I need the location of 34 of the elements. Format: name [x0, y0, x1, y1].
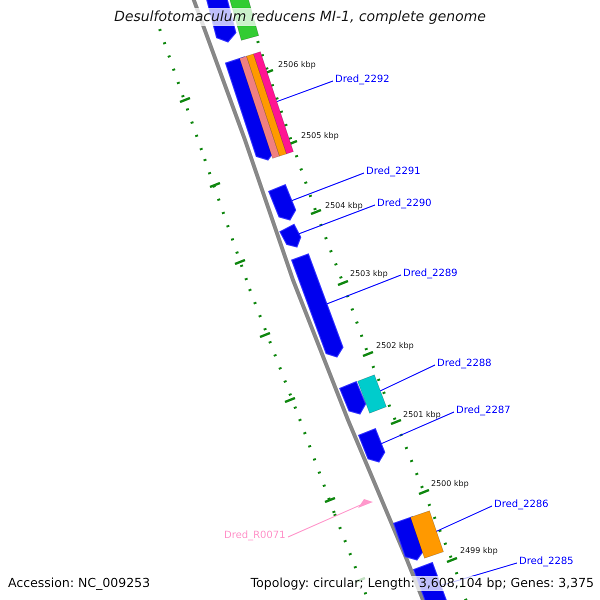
gene-label: Dred_2291 — [366, 167, 421, 177]
gene-label: Dred_2288 — [437, 359, 492, 369]
leader-line — [291, 172, 364, 202]
gene-bar — [410, 510, 444, 559]
leader-line — [276, 80, 334, 102]
tick-label: 2504 kbp — [325, 202, 363, 210]
gene-label: Dred_2290 — [377, 199, 432, 209]
leader-line — [436, 506, 492, 532]
gene-segment — [358, 428, 386, 463]
leader-line — [380, 412, 454, 444]
gene-label: Dred_2289 — [403, 269, 458, 279]
tick-label: 2501 kbp — [403, 411, 441, 419]
gene-segment — [290, 253, 344, 358]
gene-marker — [358, 499, 373, 508]
tick-label: 2505 kbp — [301, 132, 339, 140]
tick-label: 2500 kbp — [431, 480, 469, 488]
leader-line — [380, 364, 436, 392]
gene-segment — [339, 380, 366, 415]
tick-label: 2502 kbp — [376, 342, 414, 350]
gene-label: Dred_2286 — [494, 500, 549, 510]
gene-label: Dred_2287 — [456, 406, 511, 416]
gene-segment — [279, 224, 302, 248]
leader-line — [326, 274, 402, 304]
gene-label: Dred_2285 — [519, 557, 574, 567]
tick-label: 2506 kbp — [278, 61, 316, 69]
gene-label: Dred_2292 — [335, 75, 390, 85]
gene-bar — [357, 374, 387, 414]
gene-segment — [268, 184, 296, 221]
accession-note: Accession: NC_009253 — [8, 576, 150, 590]
gene-label: Dred_R0071 — [224, 531, 286, 541]
tick-label: 2499 kbp — [460, 547, 498, 555]
genome-stats-note: Topology: circular; Length: 3,608,104 bp; Genes: 3,375 — [250, 576, 594, 590]
tick-label: 2503 kbp — [350, 270, 388, 278]
leader-line — [298, 204, 376, 234]
